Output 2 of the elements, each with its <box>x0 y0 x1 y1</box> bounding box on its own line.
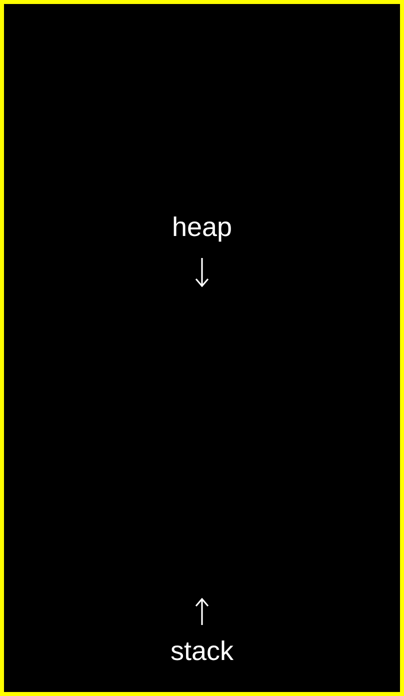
region-label: stack <box>170 636 234 666</box>
region-label: heap <box>172 212 232 242</box>
